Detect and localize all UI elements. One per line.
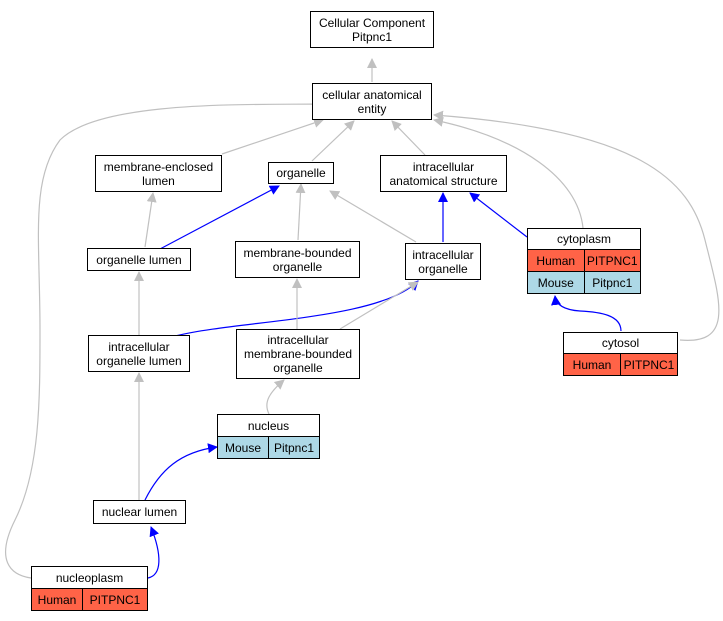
edge-nlumen-to-nucleus: [144, 443, 218, 501]
node-label: intracellular organelle: [412, 247, 474, 276]
edge-cytoplasm-to-ias: [469, 192, 528, 238]
node-label: organelle lumen: [96, 252, 182, 267]
node-cytosol[interactable]: cytosol Human PITPNC1: [563, 332, 678, 376]
node-intracellular-organelle[interactable]: intracellular organelle: [405, 243, 481, 280]
node-cellular-component-root[interactable]: Cellular Component Pitpnc1: [310, 11, 434, 48]
edge-nucleoplasm-to-nlumen: [147, 526, 160, 579]
species-cell: Mouse: [218, 437, 268, 458]
edge-organelle-to-cae: [311, 120, 355, 162]
node-label: nucleus: [247, 418, 290, 433]
node-label: cytoplasm: [556, 232, 612, 246]
gene-cell: Pitpnc1: [583, 272, 640, 293]
node-membrane-enclosed-lumen[interactable]: membrane-enclosed lumen: [95, 155, 222, 192]
node-label: nuclear lumen: [101, 505, 178, 519]
node-label: membrane-enclosed lumen: [103, 159, 214, 188]
node-intracellular-organelle-lumen[interactable]: intracellular organelle lumen: [88, 335, 190, 372]
gene-row-human: Human PITPNC1: [32, 588, 147, 610]
gene-row-mouse: Mouse Pitpnc1: [528, 271, 640, 293]
edge-imbo-to-io: [339, 281, 419, 330]
node-label: membrane-bounded organelle: [243, 245, 352, 274]
node-cytoplasm[interactable]: cytoplasm Human PITPNC1 Mouse Pitpnc1: [527, 228, 641, 294]
node-label: intracellular anatomical structure: [389, 159, 498, 188]
node-nuclear-lumen[interactable]: nuclear lumen: [93, 500, 186, 524]
gene-cell: Pitpnc1: [268, 437, 319, 458]
edge-cytoplasm-to-cae: [433, 116, 584, 229]
species-cell: Human: [528, 250, 584, 271]
edge-olumen-to-mel: [144, 192, 157, 248]
node-label: intracellular organelle lumen: [96, 339, 182, 368]
edge-cytosol-to-cae: [433, 110, 720, 341]
species-cell: Human: [32, 589, 82, 610]
node-organelle[interactable]: organelle: [268, 162, 334, 184]
edge-mel-to-cae: [221, 118, 324, 155]
node-organelle-lumen[interactable]: organelle lumen: [87, 248, 191, 271]
species-cell: Mouse: [528, 272, 584, 293]
node-intracellular-membrane-bounded-organelle[interactable]: intracellular membrane-bounded organelle: [236, 329, 360, 379]
gene-row-human: Human PITPNC1: [564, 353, 677, 375]
node-intracellular-anatomical-structure[interactable]: intracellular anatomical structure: [380, 155, 507, 192]
species-cell: Human: [564, 354, 620, 375]
node-label: cellular anatomical entity: [322, 87, 422, 116]
node-label: organelle: [276, 166, 326, 180]
gene-cell: PITPNC1: [82, 589, 147, 610]
edge-io-to-organelle: [329, 190, 417, 243]
node-label: Cellular Component Pitpnc1: [318, 15, 426, 44]
edge-mbo-to-organelle: [295, 183, 306, 241]
node-cellular-anatomical-entity[interactable]: cellular anatomical entity: [312, 83, 432, 120]
edge-cytosol-to-cytoplasm: [551, 295, 622, 332]
node-label: nucleoplasm: [55, 570, 124, 585]
gene-row-mouse: Mouse Pitpnc1: [218, 436, 319, 458]
edge-ias-to-cae: [391, 120, 426, 156]
node-nucleoplasm[interactable]: nucleoplasm Human PITPNC1: [31, 566, 148, 611]
edge-nucleus-to-imbo: [266, 379, 285, 415]
gene-row-human: Human PITPNC1: [528, 249, 640, 271]
node-label: cytosol: [601, 336, 640, 350]
node-label: intracellular membrane-bounded organelle: [243, 333, 353, 375]
edge-nucleoplasm-to-cae: [5, 99, 322, 579]
node-nucleus[interactable]: nucleus Mouse Pitpnc1: [217, 414, 320, 459]
gene-cell: PITPNC1: [620, 354, 677, 375]
gene-cell: PITPNC1: [583, 250, 640, 271]
edge-olumen-to-organelle: [159, 185, 280, 250]
node-membrane-bounded-organelle[interactable]: membrane-bounded organelle: [235, 241, 360, 278]
